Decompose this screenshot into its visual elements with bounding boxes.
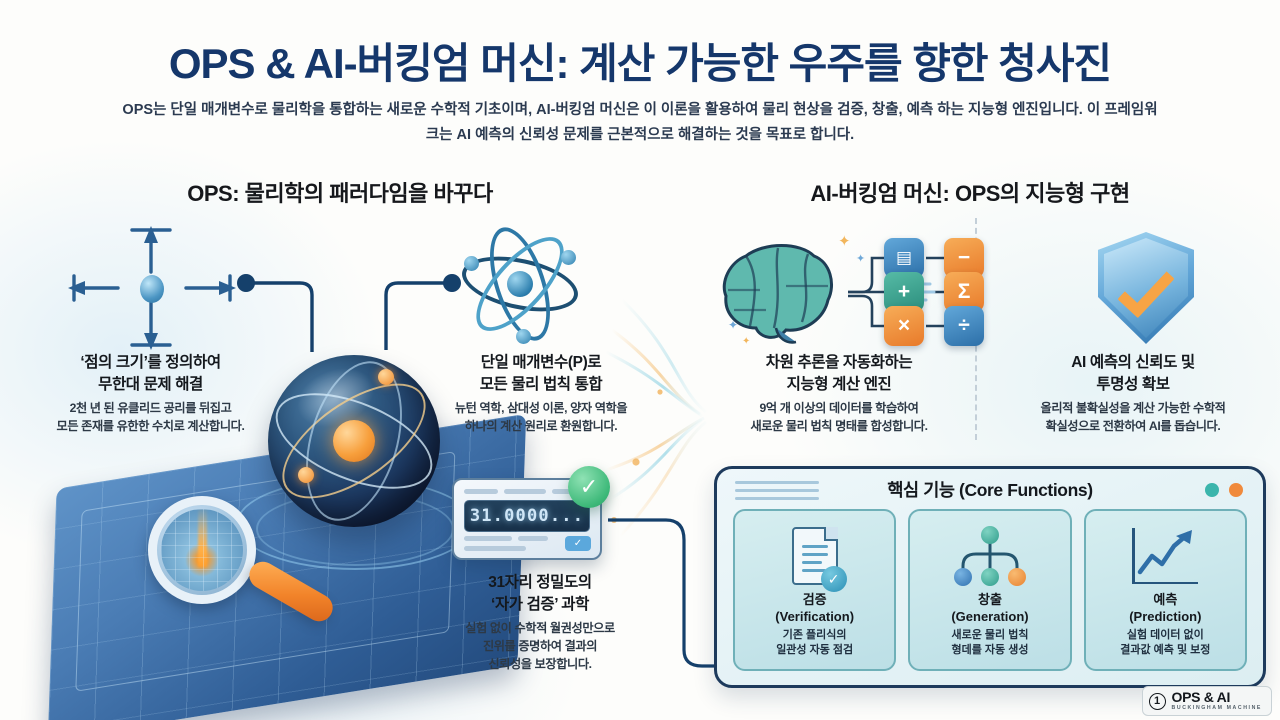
card-desc-generation-1: 새로운 물리 법칙	[951, 629, 1029, 642]
caption-trust-transparency-desc-1: 올리적 불확실성을 계산 가능한 수학적	[1040, 401, 1226, 415]
core-function-card-verification[interactable]: ✓ 검증 (Verification) 기존 플리식의 일관성 자동 점검	[733, 509, 897, 671]
sparkle-icon: ✦	[838, 233, 851, 250]
precision-value: 31.0000...	[464, 500, 590, 532]
caption-point-size: ‘점의 크기’를 정의하여 무한대 문제 해결 2천 년 된 유클리드 공리를 …	[18, 352, 283, 436]
section-heading-ai-machine: AI-버킹엄 머신: OPS의 지능형 구현	[810, 181, 1130, 206]
brain-icon	[716, 240, 842, 344]
caption-self-verification-desc-3: 신뢰성을 보장합니다.	[488, 656, 592, 671]
caption-inference-engine-desc-1: 9억 개 이상의 데이터를 학습하여	[759, 401, 919, 415]
caption-single-parameter-desc-1: 뉴턴 역학, 삼대성 이론, 양자 역학을	[454, 401, 628, 415]
panel-status-dot-teal	[1205, 483, 1219, 497]
card-title-en-prediction: (Prediction)	[1129, 608, 1202, 624]
unified-physics-globe-icon	[268, 355, 440, 527]
caption-trust-transparency-desc-2: 확실성으로 전환하여 AI를 돕습니다.	[1045, 418, 1221, 433]
display-check-icon: ✓	[565, 536, 591, 551]
caption-single-parameter-title-1: 단일 매개변수(P)로	[480, 354, 602, 371]
atom-icon	[457, 220, 583, 348]
caption-inference-engine: 차원 추론을 자동화하는 지능형 계산 엔진 9억 개 이상의 데이터를 학습하…	[700, 352, 978, 436]
page-title: OPS & AI-버킹엄 머신: 계산 가능한 우주를 향한 청사진	[168, 40, 1112, 87]
panel-decor-lines	[735, 481, 819, 505]
magnifier-icon	[148, 496, 256, 604]
caption-self-verification-title-2: ‘자가 검증’ 과학	[491, 596, 589, 613]
brand-logo: 1 OPS & AI BUCKINGHAM MACHINE	[1141, 686, 1272, 716]
logo-tagline: BUCKINGHAM MACHINE	[1171, 705, 1262, 712]
trend-chart-icon	[1086, 520, 1245, 592]
sparkle-icon: ✦	[728, 318, 739, 332]
point-size-dot-icon	[140, 275, 164, 303]
card-title-en-verification: (Verification)	[775, 608, 855, 624]
divide-tile-icon: ÷	[944, 306, 984, 346]
caption-trust-transparency-title-1: AI 예측의 신뢰도 및	[1071, 354, 1195, 371]
caption-inference-engine-title-1: 차원 추론을 자동화하는	[765, 354, 913, 371]
caption-point-size-desc-1: 2천 년 된 유클리드 공리를 뒤집고	[69, 401, 232, 415]
plus-tile-icon: +	[884, 272, 924, 312]
node-tree-icon	[910, 520, 1069, 592]
caption-single-parameter: 단일 매개변수(P)로 모든 물리 법칙 통합 뉴턴 역학, 삼대성 이론, 양…	[410, 352, 672, 436]
panel-title: 핵심 기능 (Core Functions)	[887, 480, 1093, 500]
caption-self-verification-desc-1: 실험 없이 수학적 월권성만으로	[465, 621, 615, 635]
caption-inference-engine-desc-2: 새로운 물리 법칙 명태를 합성합니다.	[750, 418, 928, 433]
caption-single-parameter-desc-2: 하나의 계산 원리로 환원합니다.	[464, 418, 618, 433]
card-desc-verification-1: 기존 플리식의	[782, 629, 847, 642]
card-title-ko-prediction: 예측	[1153, 592, 1178, 607]
card-desc-prediction-2: 결과값 예측 및 보정	[1120, 644, 1211, 657]
verified-check-badge: ✓	[568, 466, 610, 508]
logo-number-badge: 1	[1148, 692, 1166, 710]
caption-self-verification: 31자리 정밀도의 ‘자가 검증’ 과학 실험 없이 수학적 월권성만으로 진위…	[404, 572, 676, 673]
caption-inference-engine-title-2: 지능형 계산 엔진	[786, 376, 892, 393]
caption-self-verification-desc-2: 진위를 증명하여 결과의	[482, 638, 598, 653]
page-subtitle: OPS는 단일 매개변수로 물리학을 통합하는 새로운 수학적 기초이며, AI…	[122, 102, 1158, 143]
precision-display-card: 31.0000... ✓	[452, 478, 602, 560]
card-title-ko-generation: 창출	[978, 592, 1002, 607]
caption-point-size-title-1: ‘점의 크기’를 정의하여	[80, 354, 221, 371]
core-function-card-generation[interactable]: 창출 (Generation) 새로운 물리 법칙 형데를 자동 생성	[908, 509, 1072, 671]
section-heading-ops: OPS: 물리학의 패러다임을 바꾸다	[187, 181, 493, 206]
shield-check-icon	[1098, 232, 1194, 344]
core-functions-panel: 핵심 기능 (Core Functions) ✓ 검증	[714, 466, 1266, 688]
sigma-tile-icon: Σ	[944, 272, 984, 312]
caption-trust-transparency: AI 예측의 신뢰도 및 투명성 확보 올리적 불확실성을 계산 가능한 수학적…	[990, 352, 1276, 436]
sparkle-icon: ✦	[856, 253, 866, 265]
card-title-en-generation: (Generation)	[951, 608, 1029, 624]
caption-point-size-title-2: 무한대 문제 해결	[98, 376, 203, 393]
verification-check-glyph: ✓	[820, 566, 847, 592]
card-desc-prediction-1: 실험 데이터 없이	[1126, 629, 1204, 642]
card-title-ko-verification: 검증	[802, 592, 827, 607]
caption-single-parameter-title-2: 모든 물리 법칙 통합	[479, 376, 603, 393]
logo-name: OPS & AI	[1171, 689, 1231, 706]
caption-point-size-desc-2: 모든 존재를 유한한 수치로 계산합니다.	[56, 418, 245, 433]
sparkle-icon: ✦	[742, 336, 751, 347]
caption-self-verification-title-1: 31자리 정밀도의	[488, 574, 592, 591]
minus-tile-icon: −	[944, 238, 984, 278]
caption-trust-transparency-title-2: 투명성 확보	[1096, 376, 1170, 393]
multiply-tile-icon: ×	[884, 306, 924, 346]
card-desc-generation-2: 형데를 자동 생성	[951, 644, 1029, 657]
document-check-icon: ✓	[735, 520, 894, 592]
panel-status-dot-orange	[1229, 483, 1243, 497]
core-function-card-prediction[interactable]: 예측 (Prediction) 실험 데이터 없이 결과값 예측 및 보정	[1083, 509, 1247, 671]
card-desc-verification-2: 일관성 자동 점검	[776, 644, 854, 657]
calculator-tile-icon: ▤	[884, 238, 924, 278]
